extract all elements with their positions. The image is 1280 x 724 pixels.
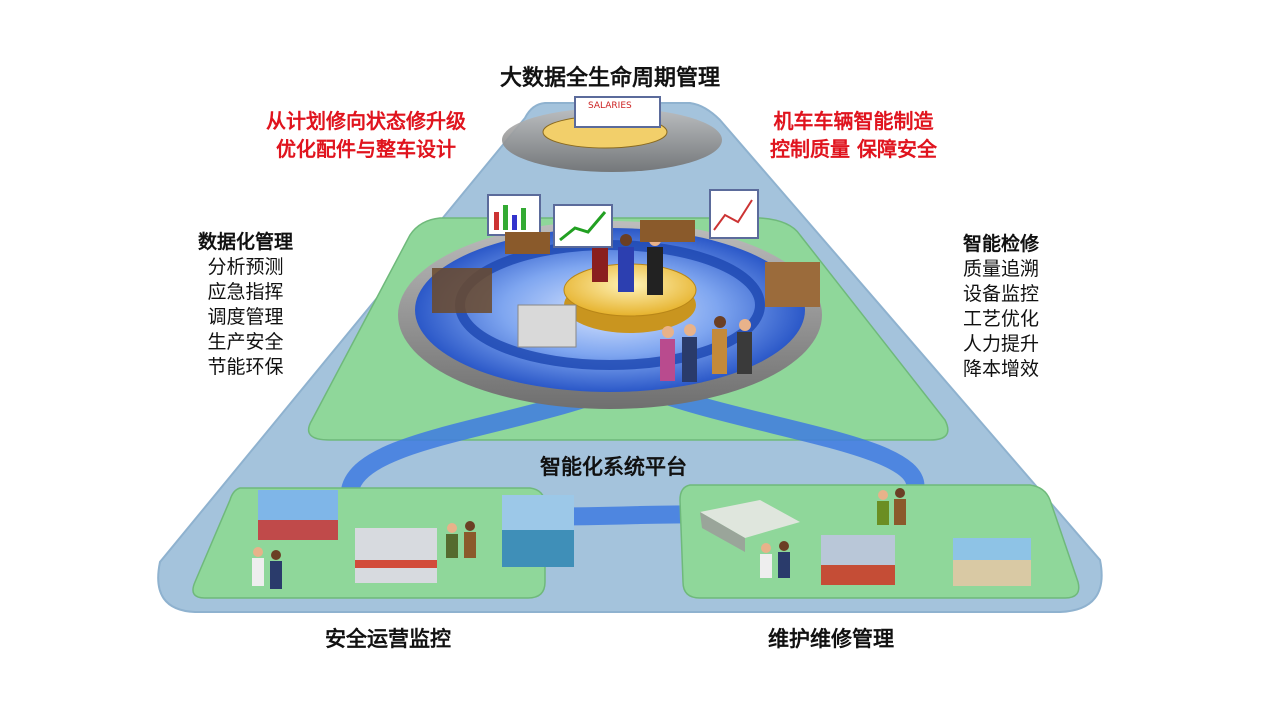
left-panel-item: 生产安全	[207, 331, 284, 353]
right-panel-item: 质量追溯	[963, 258, 1040, 280]
left-panel-item: 调度管理	[207, 306, 284, 328]
industrial-plant-photo	[821, 535, 895, 585]
bottom-left-label: 安全运营监控	[325, 627, 451, 651]
left-callout-line-2: 优化配件与整车设计	[276, 137, 456, 161]
coastal-city-photo	[953, 538, 1031, 586]
right-panel-item: 降本增效	[963, 358, 1040, 380]
top-title: 大数据全生命周期管理	[500, 66, 721, 91]
left-callout: 从计划修向状态修升级 优化配件与整车设计	[266, 107, 466, 163]
center-platform-label: 智能化系统平台	[540, 455, 687, 479]
right-panel-heading: 智能检修	[963, 233, 1040, 255]
city-tram-photo	[258, 490, 338, 540]
left-panel-heading: 数据化管理	[198, 231, 294, 253]
left-panel-item: 节能环保	[207, 356, 284, 378]
metro-station-photo	[355, 528, 437, 583]
connector-loop	[341, 381, 925, 526]
factory-building-photo	[700, 500, 800, 552]
right-panel-item: 设备监控	[963, 283, 1040, 305]
left-callout-line-1: 从计划修向状态修升级	[266, 109, 466, 133]
right-panel-item: 人力提升	[963, 333, 1040, 355]
left-panel-item: 分析预测	[207, 256, 284, 278]
left-panel: 数据化管理 分析预测 应急指挥 调度管理 生产安全 节能环保	[198, 230, 293, 380]
right-callout-line-2: 控制质量 保障安全	[770, 137, 937, 161]
salaries-board-text: SALARIES	[588, 101, 632, 111]
right-callout-line-1: 机车车辆智能制造	[773, 109, 934, 133]
right-callout: 机车车辆智能制造 控制质量 保障安全	[770, 107, 937, 163]
right-panel: 智能检修 质量追溯 设备监控 工艺优化 人力提升 降本增效	[963, 232, 1039, 382]
river-bridge-photo	[502, 495, 574, 567]
right-panel-item: 工艺优化	[963, 308, 1040, 330]
left-panel-item: 应急指挥	[207, 281, 284, 303]
office-scenes: SALARIES	[432, 96, 820, 348]
bottom-right-label: 维护维修管理	[768, 627, 894, 651]
